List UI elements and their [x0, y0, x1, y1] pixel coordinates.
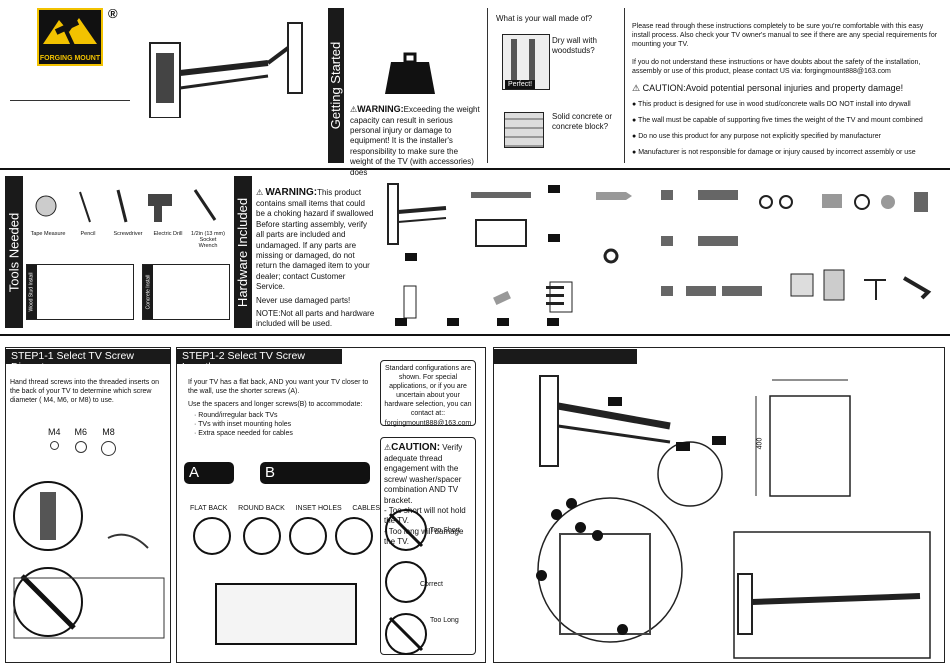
tool-label: 1/2in (13 mm) Socket Wrench	[191, 231, 225, 250]
hardware-warning: ⚠ WARNING:This product contains small it…	[256, 187, 375, 329]
standard-config-note: Standard configurations are shown. For s…	[380, 360, 476, 427]
warning-triangle-icon: ⚠	[350, 105, 358, 114]
intro-para-2: If you do not understand these instructi…	[632, 59, 921, 76]
wood-install-tools: Wood Stud Install	[26, 264, 134, 320]
list-item: ● Do no use this product for any purpose…	[632, 133, 881, 141]
warning-triangle-icon: ⚠	[384, 443, 392, 452]
intro-bullet-list: ● This product is designed for use in wo…	[632, 100, 944, 157]
warning-triangle-icon: ⚠	[632, 83, 641, 93]
tools-icons	[35, 189, 217, 223]
screw-diameter-illustration	[13, 481, 165, 639]
step1-1-header: STEP1-1 Select TV Screw Diameter	[5, 349, 171, 373]
concrete-install-tools: Concrete Install	[142, 264, 230, 320]
step1-2-text: If your TV has a flat back, AND you want…	[188, 379, 369, 438]
dimension-label: 400	[756, 437, 764, 450]
warning-triangle-icon: ⚠	[256, 188, 264, 197]
logo-text: FORGING MOUNT	[39, 55, 101, 62]
weight-warning: ⚠WARNING:Exceeding the weight capacity c…	[350, 104, 480, 177]
step1-2-panel	[176, 347, 486, 663]
brand-logo: FORGING MOUNT	[37, 8, 103, 66]
diagram-header-bar	[493, 349, 637, 364]
concrete-option: Solid concrete or concrete block?	[552, 112, 613, 132]
screw-b-label: B	[260, 462, 370, 484]
concrete-wall-image	[504, 112, 544, 148]
tv-back-illustration	[193, 517, 373, 645]
underline	[10, 100, 130, 101]
screw-a-label: A	[184, 462, 234, 484]
tool-label: Tape Measure	[30, 231, 66, 237]
step1-2-header: STEP1-2 Select TV Screw Length	[176, 349, 342, 373]
hardware-parts-illustration	[387, 183, 932, 319]
correct-label: Correct	[420, 581, 443, 588]
too-long-label: Too Long	[430, 617, 459, 624]
list-item: ● Manufacturer is not responsible for da…	[632, 149, 916, 157]
hardware-included-label: Hardware Included	[234, 176, 252, 328]
list-item: ● This product is designed for use in wo…	[632, 101, 911, 108]
step1-1-text: Hand thread screws into the threaded ins…	[10, 379, 160, 405]
mountain-hammer-icon	[43, 18, 97, 47]
tool-label: Electric Drill	[153, 231, 183, 237]
dimension-diagram-panel	[493, 347, 945, 663]
wood-option: Dry wall with woodstuds?	[552, 36, 597, 56]
screw-size-row: M4 M6 M8	[48, 426, 148, 459]
too-short-label: Too Short	[430, 527, 460, 534]
tool-label: Screwdriver	[113, 231, 143, 237]
perfect-label: Perfect!	[505, 80, 536, 89]
step1-1-panel	[5, 347, 171, 663]
wall-question: What is your wall made of?	[496, 14, 593, 23]
intro-para-1: Please read through these instructions c…	[632, 23, 938, 49]
weight-icon	[385, 52, 435, 94]
m8-circle	[101, 441, 117, 457]
tools-needed-label: Tools Needed	[5, 176, 23, 328]
arm-mount-illustration	[149, 22, 303, 118]
list-item: ● The wall must be capable of supporting…	[632, 117, 923, 125]
m6-circle	[74, 441, 87, 454]
caution-line: ⚠ CAUTION:Avoid potential personal injur…	[632, 83, 904, 93]
getting-started-label: Getting Started	[328, 8, 344, 163]
m4-circle	[49, 441, 59, 451]
tool-label: Pencil	[80, 231, 96, 237]
tools-row: Tape Measure Pencil Screwdriver Electric…	[30, 186, 230, 250]
screw-length-examples	[385, 509, 427, 655]
registered-mark: ®	[108, 6, 118, 21]
mount-dimension-drawings	[537, 375, 931, 659]
